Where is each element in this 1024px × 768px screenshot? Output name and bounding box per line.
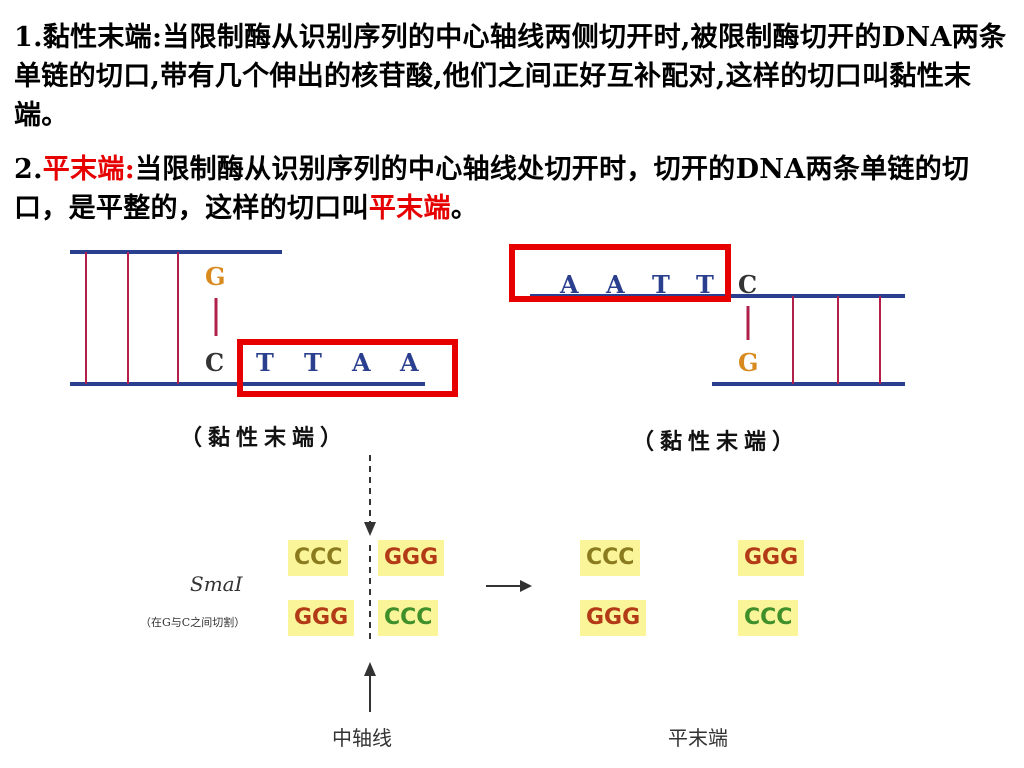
paragraph-sticky-end: 1.黏性末端:当限制酶从识别序列的中心轴线两侧切开时,被限制酶切开的DNA两条单… — [14, 22, 1007, 131]
left-top-base: G — [205, 262, 226, 291]
right-bottom-base: G — [738, 348, 759, 377]
right-highlight-box — [509, 244, 731, 302]
left-overhang-3: A — [352, 348, 371, 377]
after-top-left: CCC — [580, 540, 641, 576]
axis-arrow-up — [364, 662, 376, 676]
right-overhang-1: A — [560, 270, 579, 299]
right-overhang-2: A — [606, 270, 625, 299]
before-top-right: GGG — [378, 540, 445, 576]
right-overhang-3: T — [652, 270, 670, 299]
right-caption: （黏性末端） — [632, 429, 801, 455]
left-overhang-4: A — [400, 348, 419, 377]
after-top-right: GGG — [738, 540, 805, 576]
before-bottom-right: CCC — [378, 600, 439, 636]
before-bottom-left: GGG — [288, 600, 355, 636]
enzyme-name: SmaI — [190, 572, 243, 596]
right-top-base: C — [738, 270, 758, 299]
left-overhang-2: T — [304, 348, 322, 377]
right-overhang-4: T — [696, 270, 714, 299]
left-caption: （黏性末端） — [180, 425, 349, 451]
para2-body: 当限制酶从识别序列的中心轴线处切开时，切开的DNA两条单链的切口，是平整的，这样… — [14, 154, 970, 224]
enzyme-note: （在G与C之间切割） — [140, 616, 246, 629]
left-overhang-1: T — [256, 348, 274, 377]
blunt-end-term: 平末端: — [42, 154, 135, 185]
after-bottom-right: CCC — [738, 600, 799, 636]
para2-end: 。 — [450, 193, 479, 224]
left-highlight-box — [237, 339, 458, 397]
axis-label: 中轴线 — [332, 726, 392, 750]
result-label: 平末端 — [668, 726, 728, 750]
blunt-end-term-end: 平末端 — [368, 193, 451, 224]
left-bottom-base: C — [205, 348, 225, 377]
paragraph-blunt-end: 2.平末端:当限制酶从识别序列的中心轴线处切开时，切开的DNA两条单链的切口，是… — [14, 150, 1014, 228]
transform-arrow-head — [520, 580, 532, 592]
axis-arrow-down — [364, 522, 376, 536]
before-top-left: CCC — [288, 540, 349, 576]
para2-prefix: 2. — [14, 154, 43, 185]
after-bottom-left: GGG — [580, 600, 647, 636]
